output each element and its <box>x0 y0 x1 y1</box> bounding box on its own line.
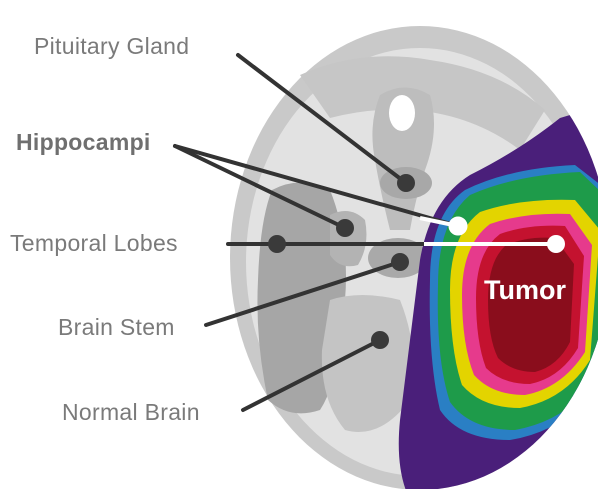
label-tumor: Tumor <box>484 275 566 305</box>
left-hippocampus-region <box>330 211 366 266</box>
temporal-right-dot <box>547 235 565 253</box>
label-temporal-lobes: Temporal Lobes <box>10 230 178 256</box>
brainstem-dot <box>391 253 409 271</box>
label-brain-stem: Brain Stem <box>58 314 175 340</box>
pituitary-dot <box>397 174 415 192</box>
temporal-left-dot <box>268 235 286 253</box>
label-normal-brain: Normal Brain <box>62 399 200 425</box>
label-pituitary-gland: Pituitary Gland <box>34 33 189 59</box>
hippocampus-right-dot <box>449 217 467 235</box>
third-ventricle <box>389 95 415 131</box>
label-hippocampi: Hippocampi <box>16 129 151 155</box>
hippocampus-left-dot <box>336 219 354 237</box>
normal-brain-dot <box>371 331 389 349</box>
